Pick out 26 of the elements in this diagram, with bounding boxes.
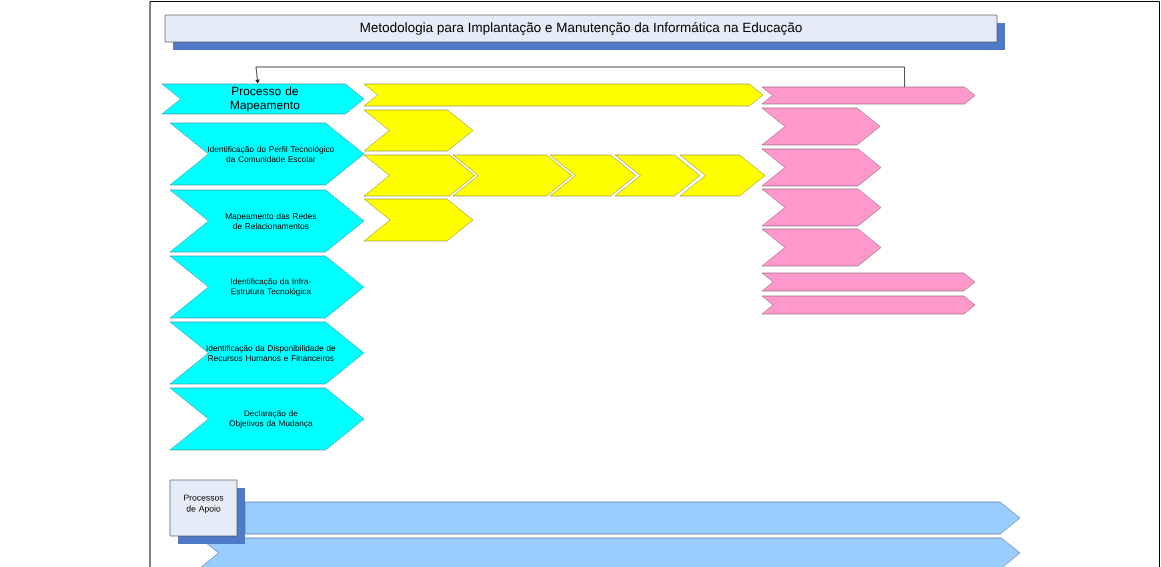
connector-arrow [255,66,905,88]
chevron-block [363,109,474,152]
chevron-block [614,154,701,197]
label-box: Processos de Apoio [169,479,245,544]
chevron-block [244,501,1021,535]
chevron-block [199,537,1021,567]
chevron-block [363,83,764,107]
chevron-block: Identificação da Infra-Estrutura Tecnológica [169,255,365,319]
chevron-block [679,154,766,197]
chevron-block: Processo de Mapeamento [161,83,365,115]
chevron-block [452,154,573,197]
chevron-block [363,154,476,197]
chevron-block [549,154,637,197]
chevron-block [761,107,881,146]
chevron-block [761,86,976,105]
title-box: Metodologia para Implantação e Manutenção da Informática na Educação [164,14,1005,50]
chevron-block: Identificação do Perfil Tecnológico da Comunidade Escolar [169,122,365,186]
chevron-block: Identificação da Disponibilidade de Recursos Humanos e Financeiros [169,321,365,385]
chevron-block [761,295,976,315]
chevron-block [761,272,976,292]
chevron-block: Declaração de Objetivos da Mudança [169,387,365,451]
chevron-block [363,198,474,242]
chevron-block [761,228,882,267]
chevron-block [761,188,882,227]
chevron-block [761,148,882,187]
chevron-block: Mapeamento das Redes de Relacionamentos [169,189,365,253]
